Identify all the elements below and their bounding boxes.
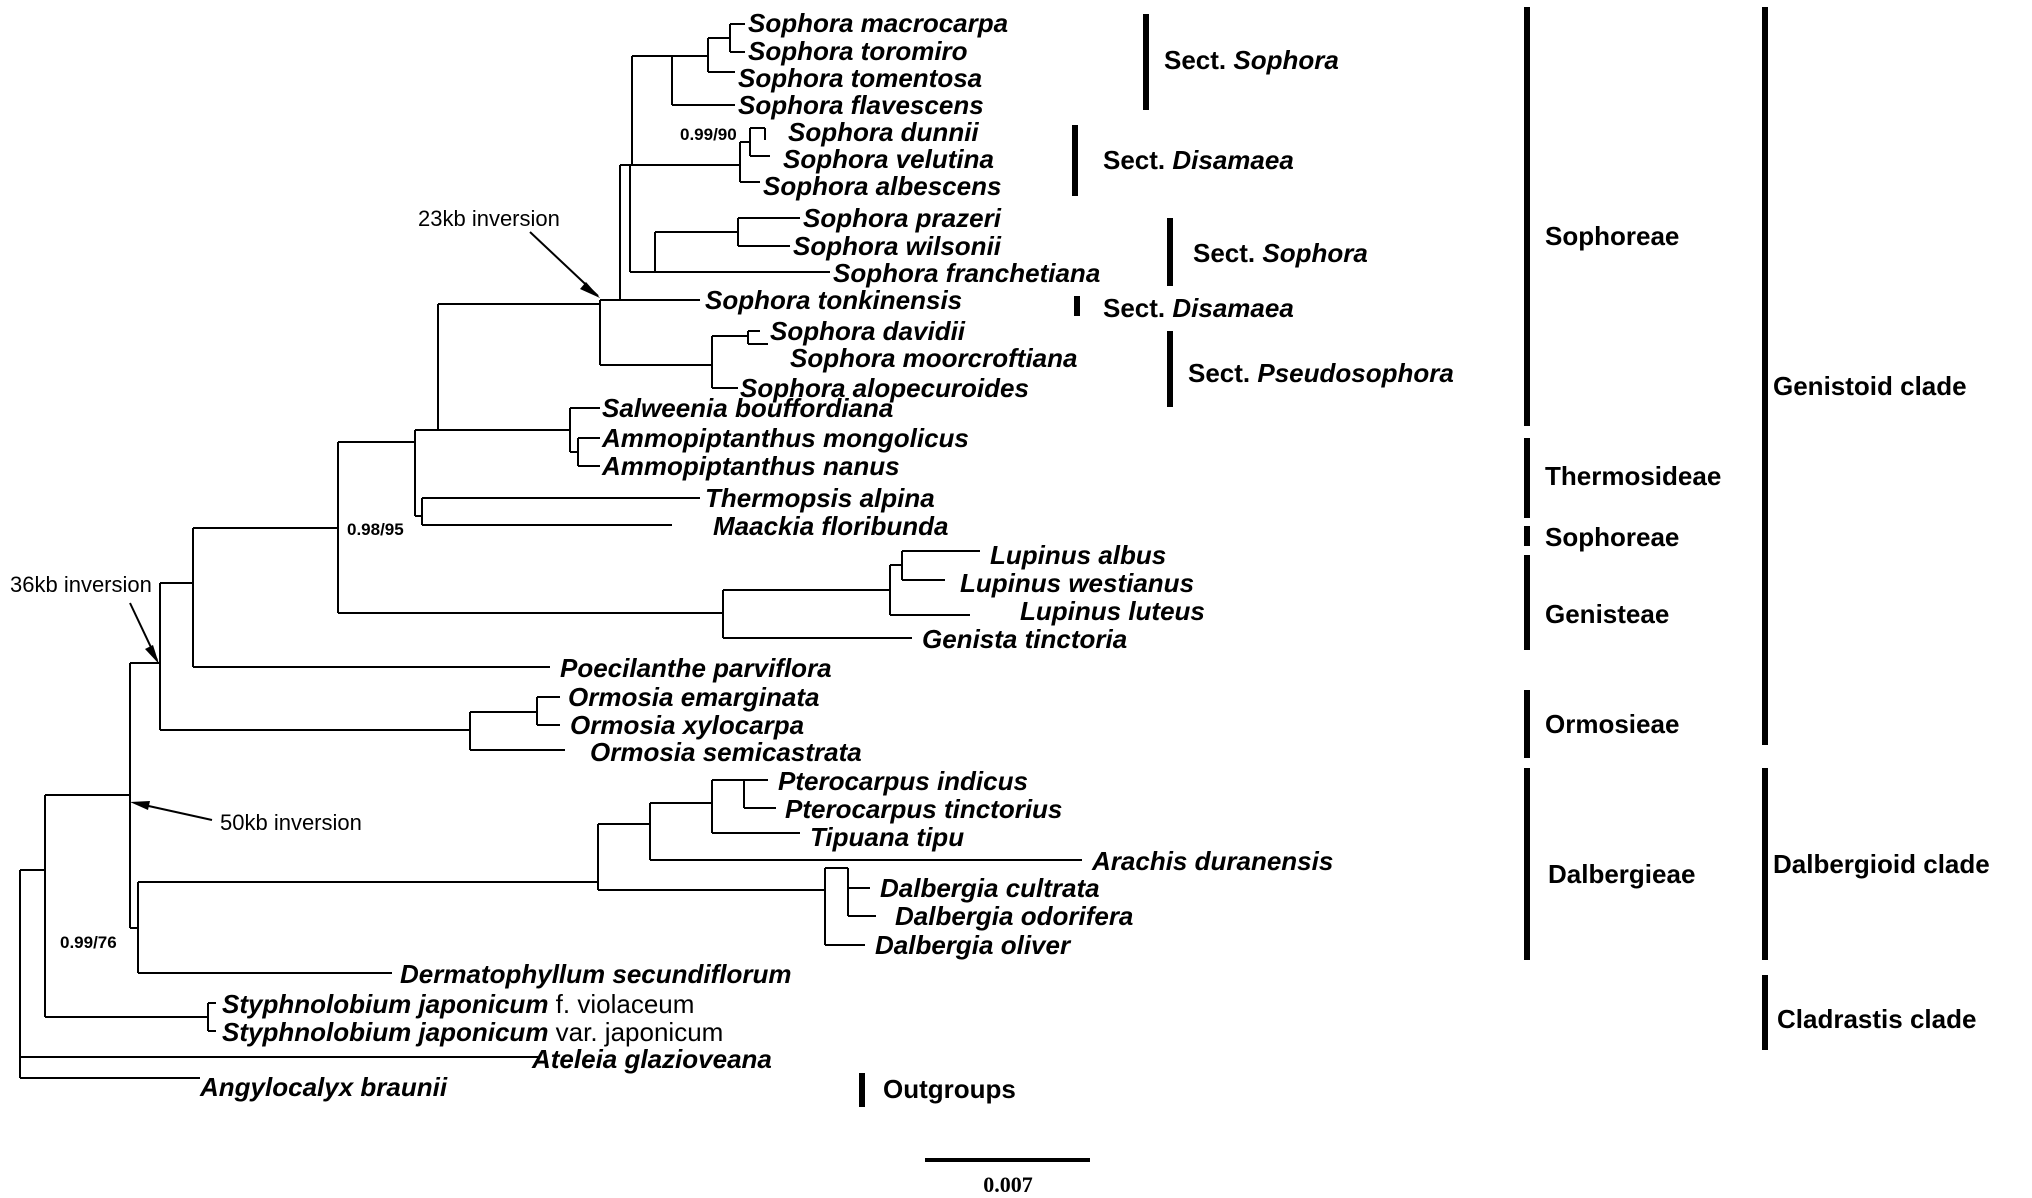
branch-pterocarpus [598,779,1082,861]
taxon-label: Lupinus luteus [1020,596,1205,626]
branch-sophora [438,300,768,389]
branch-genistoid-core [160,442,550,668]
section-bars: Sect. Sophora Sect. Disamaea Sect. Sopho… [1072,14,1454,407]
branch-lupinus [338,550,980,639]
inversion-36kb-label: 36kb inversion [10,572,152,597]
tip-labels: Sophora macrocarpa Sophora toromiro Soph… [199,8,1333,1102]
branch-sophora-upper [600,164,830,301]
taxon-label: Sophora flavescens [738,90,984,120]
taxon-label: Lupinus westianus [960,568,1194,598]
taxon-label: Sophora velutina [783,144,994,174]
inversion-50kb-label: 50kb inversion [220,810,362,835]
branch-n098 [338,304,700,526]
tribe-label: Ormosieae [1545,709,1679,739]
tribe-bars: Sophoreae Thermosideae Sophoreae Geniste… [1524,7,1721,960]
taxon-genus-species: Styphnolobium japonicum [222,989,548,1019]
taxon-label: Ammopiptanthus mongolicus [601,423,969,453]
taxon-label: Dalbergia oliver [875,930,1072,960]
branch-ammopiptanthus [438,407,600,467]
taxon-label: Tipuana tipu [810,822,964,852]
taxon-label: Sophora tomentosa [738,63,982,93]
taxon-label: Sophora albescens [763,171,1001,201]
taxon-label: Sophora wilsonii [793,231,1002,261]
branch-ormosia [469,696,565,751]
taxon-label: Sophora franchetiana [833,258,1100,288]
taxon-label: Sophora alopecuroides [740,373,1029,403]
taxon-label: Pterocarpus indicus [778,766,1028,796]
taxon-label: Ateleia glazioveana [531,1044,772,1074]
inversion-50kb-arrowhead [130,801,150,810]
branch-sophora-apex [632,23,745,106]
taxon-label: Ammopiptanthus nanus [601,451,900,481]
tribe-label: Sophoreae [1545,522,1679,552]
tribe-label: Thermosideae [1545,461,1721,491]
branch-ingroup [20,795,208,1018]
inversion-23kb-arrowhead [580,282,600,298]
clade-label: Dalbergioid clade [1773,849,1990,879]
taxon-label: Dalbergia cultrata [880,873,1100,903]
taxon-label: Angylocalyx braunii [199,1072,448,1102]
branch-n50 [130,824,599,974]
clade-bars: Genistoid clade Dalbergioid clade Cladra… [1762,7,1990,1050]
clade-label: Cladrastis clade [1777,1004,1976,1034]
tribe-label: Sophoreae [1545,221,1679,251]
taxon-label: Genista tinctoria [922,624,1127,654]
inversion-23kb-label: 23kb inversion [418,206,560,231]
scale-bar: 0.007 [925,1158,1090,1197]
section-label: Sect. Pseudosophora [1188,358,1454,388]
taxon-label: Sophora prazeri [803,203,1002,233]
taxon-label: Styphnolobium japonicum var. japonicum [222,1017,723,1047]
taxon-label: Ormosia emarginata [568,682,819,712]
tribe-label: Dalbergieae [1548,859,1695,889]
inversion-annotations: 23kb inversion 36kb inversion 50kb inver… [10,206,600,835]
taxon-label: Salweenia bouffordiana [602,393,893,423]
tribe-label: Genisteae [1545,599,1669,629]
branch-root [19,870,540,1079]
taxon-label: Arachis duranensis [1091,846,1333,876]
taxon-genus-species: Styphnolobium japonicum [222,1017,548,1047]
taxon-label: Dalbergia odorifera [895,901,1133,931]
taxon-label: Sophora tonkinensis [705,285,962,315]
taxon-label: Lupinus albus [990,540,1166,570]
tree-branches [19,23,1082,1079]
clade-label: Genistoid clade [1773,371,1967,401]
branch-n36 [130,583,470,731]
section-label: Sect. Sophora [1164,45,1339,75]
taxon-label: Maackia floribunda [713,511,949,541]
taxon-label: Sophora davidii [770,316,966,346]
taxon-label: Poecilanthe parviflora [560,653,832,683]
taxon-suffix: f. violaceum [556,989,695,1019]
taxon-label: Ormosia xylocarpa [570,710,804,740]
support-value: 0.99/76 [60,933,117,952]
taxon-label: Sophora macrocarpa [748,8,1008,38]
branch-dalbergia [598,867,876,946]
taxon-suffix: var. japonicum [556,1017,724,1047]
outgroups-label: Outgroups [883,1074,1016,1104]
section-label: Sect. Disamaea [1103,293,1294,323]
branch-sophora-top [630,56,770,183]
taxon-label: Sophora dunnii [788,117,979,147]
taxon-label: Sophora moorcroftiana [790,343,1077,373]
branch-styphnolobium [207,1002,216,1032]
support-value: 0.98/95 [347,520,404,539]
taxon-label: Thermopsis alpina [705,483,935,513]
inversion-36kb-arrowhead [145,645,159,664]
support-values: 0.99/90 0.98/95 0.99/76 [60,125,737,952]
taxon-label: Sophora toromiro [748,36,968,66]
taxon-label: Pterocarpus tinctorius [785,794,1062,824]
section-label: Sect. Disamaea [1103,145,1294,175]
support-value: 0.99/90 [680,125,737,144]
outgroups-bracket: Outgroups [859,1073,1016,1107]
scale-bar-label: 0.007 [983,1172,1033,1197]
branch-n0 [45,663,131,928]
taxon-label: Styphnolobium japonicum f. violaceum [222,989,694,1019]
section-label: Sect. Sophora [1193,238,1368,268]
taxon-label: Ormosia semicastrata [590,737,862,767]
taxon-label: Dermatophyllum secundiflorum [400,959,792,989]
